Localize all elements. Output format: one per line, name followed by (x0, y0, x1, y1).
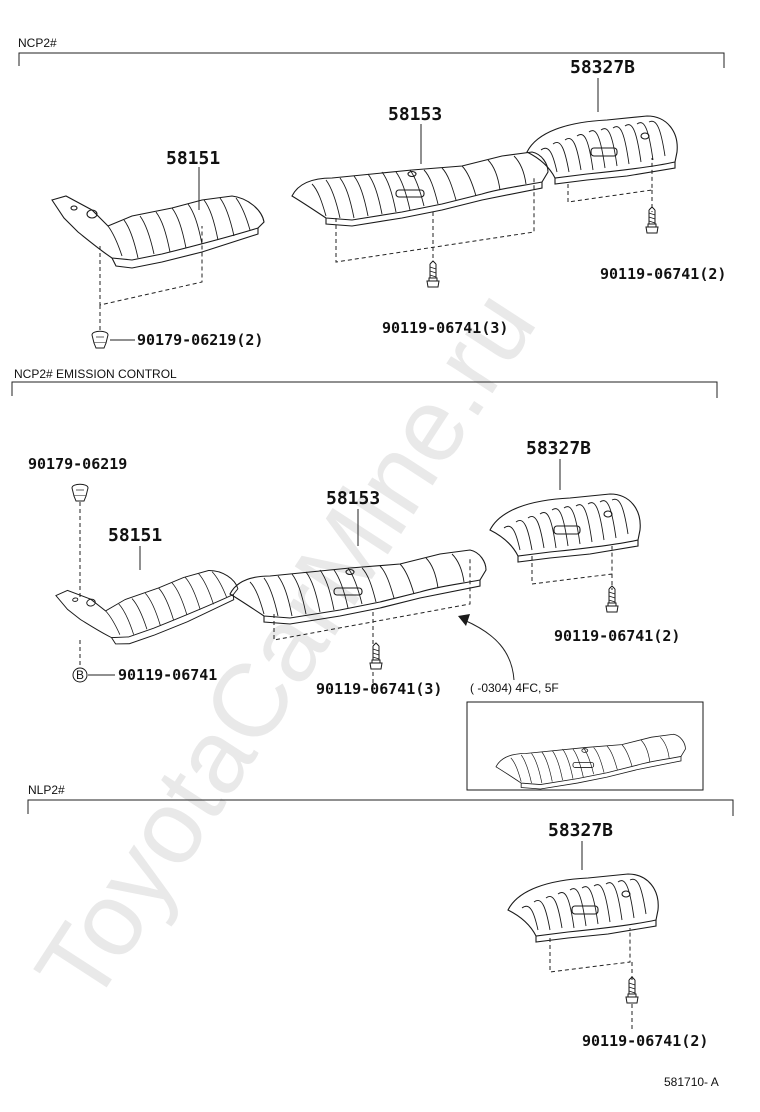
bolt-90119-06741[interactable] (625, 976, 639, 1004)
mounting-guide (549, 928, 631, 973)
section-ncp2: NCP2# 58151 90179-06219(2) 58153 90119-0… (18, 36, 726, 349)
part-label-bolt-mid[interactable]: 90119-06741(3) (316, 680, 442, 698)
bolt-b-marker (72, 667, 88, 683)
heat-insulator-58153[interactable] (291, 151, 549, 227)
section-title: NLP2# (28, 783, 65, 797)
variant-inset-box (466, 701, 704, 791)
section-bracket (18, 52, 725, 68)
heat-insulator-58327b[interactable] (526, 115, 678, 185)
watermark: ToyotaCarMine.ru (14, 271, 558, 1023)
bolt-90119-06741[interactable] (426, 260, 440, 288)
mounting-guide (335, 176, 535, 263)
part-label-58327b[interactable]: 58327B (548, 820, 613, 841)
arrow-head-icon (458, 614, 470, 626)
heat-insulator-58327b[interactable] (507, 873, 659, 943)
section-title: NCP2# (18, 36, 57, 50)
part-label-bolt-b[interactable]: 90119-06741 (118, 666, 217, 684)
variant-arrow (463, 619, 515, 681)
mounting-guide (99, 226, 203, 306)
section-bracket (11, 381, 718, 398)
bolt-90119-06741[interactable] (369, 642, 383, 670)
section-bracket (27, 799, 734, 816)
variant-note: ( -0304) 4FC, 5F (470, 681, 559, 695)
heat-insulator-58151[interactable] (51, 195, 265, 269)
mounting-guide (567, 158, 653, 203)
part-label-58151[interactable]: 58151 (166, 148, 220, 169)
part-label-58153[interactable]: 58153 (388, 104, 442, 125)
bolt-b-marker-text: B (76, 668, 84, 682)
part-label-bolt[interactable]: 90119-06741(2) (582, 1032, 708, 1050)
part-label-clip[interactable]: 90179-06219(2) (137, 331, 263, 349)
part-label-58327b[interactable]: 58327B (570, 57, 635, 78)
clip-90179-06219[interactable] (91, 330, 109, 349)
bolt-90119-06741[interactable] (645, 206, 659, 234)
clip-90179-06219[interactable] (71, 483, 89, 502)
part-label-bolt-mid[interactable]: 90119-06741(3) (382, 319, 508, 337)
mounting-guide (273, 558, 471, 641)
part-label-clip[interactable]: 90179-06219 (28, 455, 127, 473)
part-label-bolt-right[interactable]: 90119-06741(2) (600, 265, 726, 283)
part-label-58153[interactable]: 58153 (326, 488, 380, 509)
section-title: NCP2# EMISSION CONTROL (14, 367, 177, 381)
mounting-guide (531, 546, 613, 585)
heat-insulator-58153-variant[interactable] (495, 733, 686, 790)
part-label-58327b[interactable]: 58327B (526, 438, 591, 459)
part-label-58151[interactable]: 58151 (108, 525, 162, 546)
part-label-bolt-right[interactable]: 90119-06741(2) (554, 627, 680, 645)
heat-insulator-58151[interactable] (55, 566, 243, 654)
section-ncp2-emission: NCP2# EMISSION CONTROL 90179-06219 58151… (11, 367, 718, 791)
section-nlp2: NLP2# 58327B 90119-06741(2) (27, 783, 734, 1050)
figure-code: 581710- A (664, 1075, 719, 1089)
heat-insulator-58327b[interactable] (489, 493, 641, 563)
